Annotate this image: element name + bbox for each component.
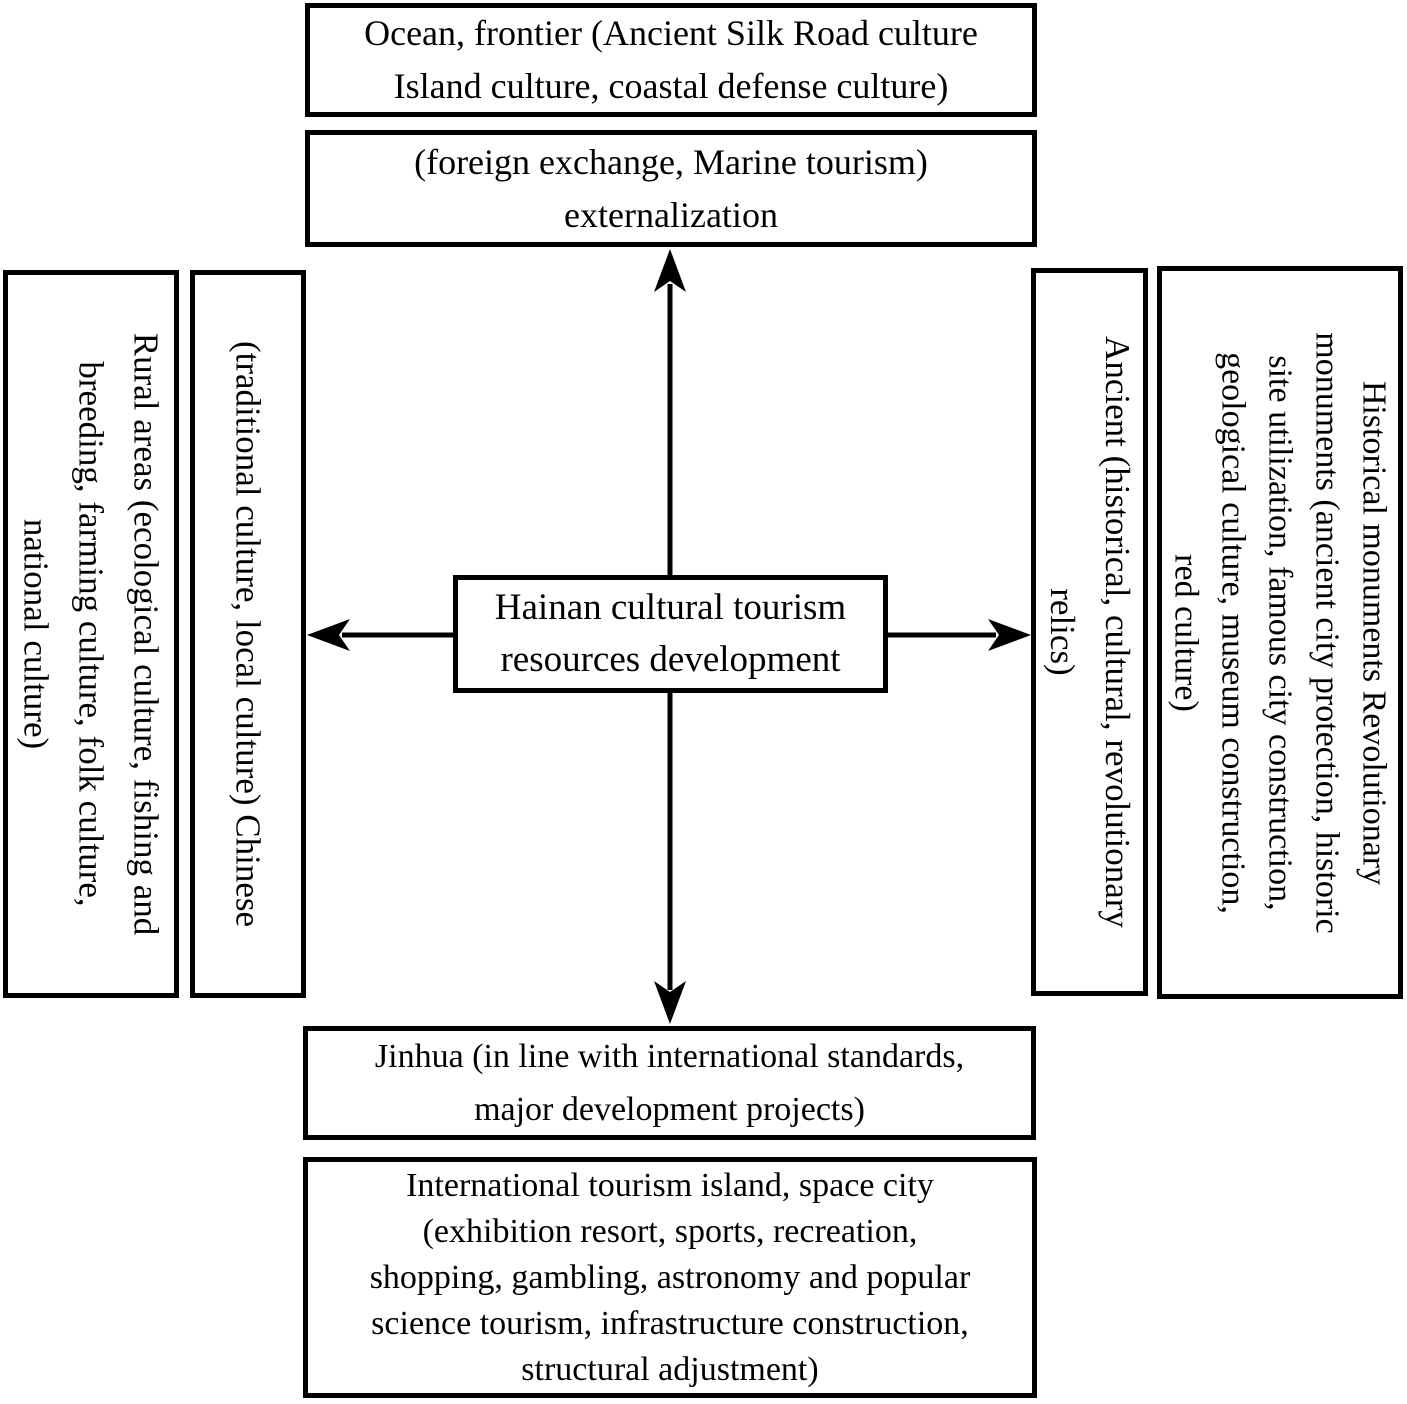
- box-ancient-relics-label: Ancient (historical, cultural, revolutio…: [1042, 336, 1137, 928]
- box-international-tourism-island: International tourism island, space city…: [303, 1157, 1037, 1398]
- box-ocean-frontier: Ocean, frontier (Ancient Silk Road cultu…: [305, 3, 1037, 117]
- box-traditional-culture: (traditional culture, local culture) Chi…: [190, 270, 306, 998]
- box-ocean-frontier-label: Ocean, frontier (Ancient Silk Road cultu…: [364, 13, 978, 106]
- box-center-hainan-label: Hainan cultural tourism resources develo…: [494, 587, 847, 680]
- box-traditional-culture-label: (traditional culture, local culture) Chi…: [228, 340, 268, 928]
- box-jinhua-label: Jinhua (in line with international stand…: [374, 1038, 965, 1128]
- box-historical-monuments-label: Historical monuments Revolutionary monum…: [1167, 331, 1393, 934]
- box-international-tourism-island-label: International tourism island, space city…: [369, 1166, 971, 1388]
- box-jinhua: Jinhua (in line with international stand…: [303, 1026, 1036, 1140]
- box-rural-areas: Rural areas (ecological culture, fishing…: [3, 270, 179, 998]
- box-rural-areas-label: Rural areas (ecological culture, fishing…: [16, 332, 166, 936]
- box-center-hainan: Hainan cultural tourism resources develo…: [453, 575, 888, 693]
- box-foreign-exchange: (foreign exchange, Marine tourism) exter…: [305, 130, 1037, 247]
- arrow-down-icon: [654, 690, 686, 1024]
- box-foreign-exchange-label: (foreign exchange, Marine tourism) exter…: [414, 141, 928, 235]
- arrow-up-icon: [654, 249, 686, 578]
- arrow-left-icon: [307, 619, 455, 651]
- box-ancient-relics: Ancient (historical, cultural, revolutio…: [1031, 268, 1148, 996]
- arrow-right-icon: [886, 619, 1031, 651]
- box-historical-monuments: Historical monuments Revolutionary monum…: [1157, 266, 1403, 999]
